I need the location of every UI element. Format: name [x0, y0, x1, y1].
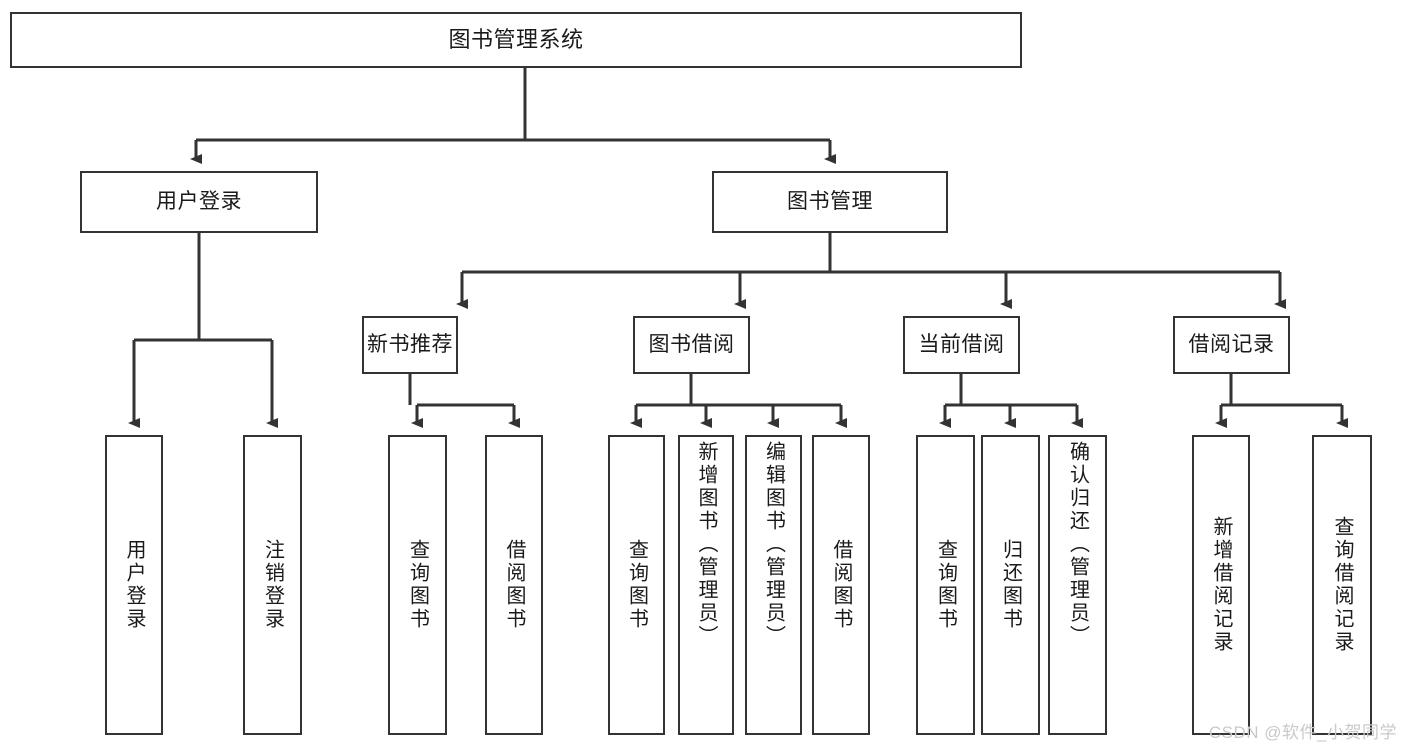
- node-label: 图书借阅: [648, 332, 735, 356]
- node-label: 用户登录: [123, 539, 145, 631]
- node-user-login[interactable]: 用户登录: [80, 171, 318, 233]
- node-leaf-logout[interactable]: 注销登录: [243, 435, 302, 735]
- node-leaf-add-book-admin[interactable]: 新增图书（管理员）: [678, 435, 734, 735]
- node-label: 当前借阅: [918, 332, 1005, 356]
- node-leaf-borrow-book[interactable]: 借阅图书: [812, 435, 870, 735]
- node-book-borrow[interactable]: 图书借阅: [633, 316, 750, 374]
- node-label: 用户登录: [156, 189, 242, 213]
- node-borrow-records[interactable]: 借阅记录: [1173, 316, 1290, 374]
- node-label: 借阅图书: [830, 539, 852, 631]
- node-current-borrow[interactable]: 当前借阅: [903, 316, 1020, 374]
- node-label: 新增借阅记录: [1210, 516, 1232, 654]
- node-label: 图书管理: [787, 189, 873, 213]
- connector-userlogin-to-leaves: [128, 233, 278, 428]
- node-leaf-query-book-borrow[interactable]: 查询图书: [608, 435, 665, 735]
- node-label: 图书管理系统: [448, 27, 584, 53]
- node-leaf-confirm-return-admin[interactable]: 确认归还（管理员）: [1048, 435, 1107, 735]
- node-leaf-query-borrow-record[interactable]: 查询借阅记录: [1312, 435, 1372, 735]
- node-new-book-recommend[interactable]: 新书推荐: [362, 316, 458, 374]
- node-leaf-query-book-current[interactable]: 查询图书: [916, 435, 975, 735]
- node-label: 新增图书（管理员）: [695, 441, 717, 648]
- node-book-management[interactable]: 图书管理: [712, 171, 948, 233]
- connector-bookmgmt-to-level2: [456, 233, 1286, 309]
- node-label: 归还图书: [999, 539, 1022, 631]
- node-leaf-borrow-book-recommend[interactable]: 借阅图书: [485, 435, 543, 735]
- node-label: 查询图书: [934, 539, 957, 631]
- node-label: 注销登录: [261, 539, 284, 631]
- connector-currentborrow-to-leaves: [939, 374, 1083, 428]
- connector-root-to-level1: [190, 68, 836, 164]
- node-leaf-return-book[interactable]: 归还图书: [981, 435, 1040, 735]
- csdn-watermark: CSDN @软件_小贺同学: [1208, 723, 1397, 742]
- node-label: 查询图书: [406, 539, 429, 631]
- node-leaf-add-borrow-record[interactable]: 新增借阅记录: [1192, 435, 1250, 735]
- connector-bookborrow-to-leaves: [630, 374, 847, 428]
- node-label: 借阅记录: [1188, 332, 1275, 356]
- node-root-library-system[interactable]: 图书管理系统: [10, 12, 1022, 68]
- node-label: 查询图书: [625, 539, 648, 631]
- connector-recommend-to-leaves: [408, 374, 520, 428]
- node-label: 新书推荐: [367, 332, 453, 356]
- node-leaf-edit-book-admin[interactable]: 编辑图书（管理员）: [745, 435, 802, 735]
- node-label: 查询借阅记录: [1331, 516, 1353, 654]
- node-label: 编辑图书（管理员）: [762, 441, 785, 648]
- node-label: 借阅图书: [503, 539, 525, 631]
- node-label: 确认归还（管理员）: [1066, 441, 1089, 648]
- node-leaf-user-login[interactable]: 用户登录: [105, 435, 163, 735]
- node-leaf-query-book-recommend[interactable]: 查询图书: [388, 435, 447, 735]
- connector-borrowrecords-to-leaves: [1215, 374, 1348, 428]
